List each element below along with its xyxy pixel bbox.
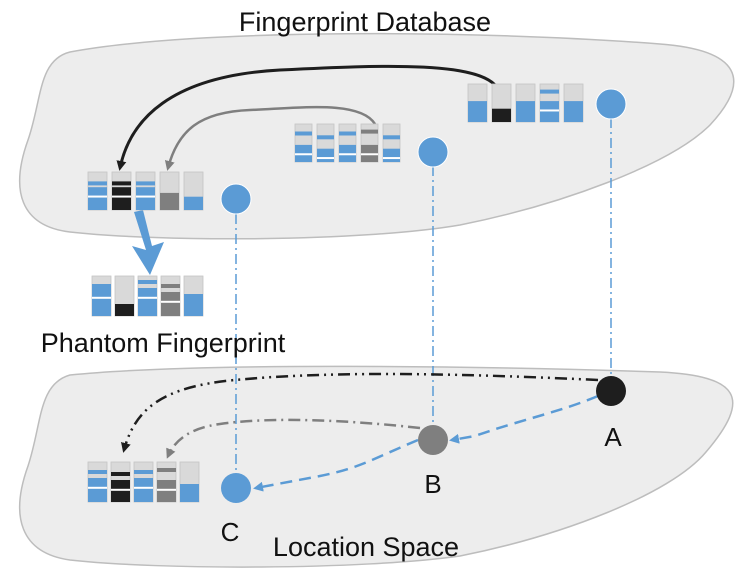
- fingerprint-b: [294, 123, 401, 163]
- fingerprint-bar-mark: [112, 181, 131, 186]
- fingerprint-bar-separator: [540, 109, 559, 112]
- phantom-label: Phantom Fingerprint: [41, 328, 286, 358]
- fingerprint-bar-separator: [134, 486, 153, 489]
- trajectory-a-to-b: [449, 394, 599, 444]
- fingerprint-bar-mark: [157, 468, 176, 472]
- point-b-label: B: [424, 469, 441, 499]
- location-c-fingerprint: [87, 461, 200, 503]
- trajectory-b-to-c: [253, 438, 419, 492]
- fingerprint-bar-mark: [136, 181, 155, 186]
- phantom-fingerprint: [91, 275, 204, 317]
- interpolation-arrow-a: [121, 372, 599, 453]
- db-point-b: [417, 136, 449, 168]
- fingerprint-bar-mark: [138, 280, 157, 284]
- fingerprint-bar-separator: [295, 153, 312, 156]
- fingerprint-bar-level: [492, 108, 511, 122]
- fingerprint-bar-level: [184, 294, 203, 316]
- fingerprint-bar-separator: [136, 195, 155, 198]
- fingerprint-bar-level: [180, 484, 199, 502]
- fingerprint-bar-level: [134, 478, 153, 502]
- fingerprint-bar-mark: [361, 129, 378, 134]
- interpolation-arrow-b: [166, 418, 421, 459]
- location-point-c: [221, 473, 251, 503]
- fingerprint-bar-level: [516, 101, 535, 122]
- fingerprint-bar-mark: [88, 470, 107, 474]
- fingerprint-bar-level: [317, 148, 334, 162]
- fingerprint-bar-mark: [92, 284, 111, 288]
- fingerprint-bar-mark: [317, 135, 334, 140]
- fingerprint-bar-mark: [161, 284, 180, 288]
- fingerprint-bar-level: [111, 480, 130, 502]
- fingerprint-bar-level: [383, 148, 400, 162]
- fingerprint-bar-level: [92, 288, 111, 316]
- fingerprint-bar-mark: [111, 472, 130, 476]
- fingerprint-bar-mark: [383, 135, 400, 140]
- fingerprint-bar-level: [468, 101, 487, 122]
- database-arrow-gray: [164, 105, 377, 171]
- fingerprint-bar-level: [161, 292, 180, 316]
- fingerprint-bar-level: [160, 192, 179, 210]
- fingerprint-bar-level: [138, 288, 157, 316]
- db-point-a: [595, 88, 627, 120]
- fingerprint-bar-level: [540, 101, 559, 122]
- fingerprint-bar-separator: [112, 195, 131, 198]
- fingerprint-c: [87, 171, 204, 211]
- location-point-a: [596, 376, 626, 406]
- database-title: Fingerprint Database: [239, 7, 491, 37]
- fingerprint-bar-mark: [540, 89, 559, 94]
- fingerprint-bar-level: [184, 196, 203, 210]
- fingerprint-bar-separator: [88, 486, 107, 489]
- location-point-b: [418, 425, 448, 455]
- fingerprint-bar-mark: [295, 131, 312, 136]
- fingerprint-bar-level: [115, 304, 134, 316]
- fingerprint-bar-level: [157, 480, 176, 502]
- fingerprint-bar-separator: [138, 296, 157, 299]
- fingerprint-bar-separator: [361, 153, 378, 156]
- fingerprint-bar-level: [88, 478, 107, 502]
- fingerprint-bar-separator: [157, 488, 176, 491]
- fingerprint-bar-level: [112, 187, 131, 210]
- db-point-c: [220, 183, 252, 215]
- fingerprint-bar-level: [88, 187, 107, 210]
- point-a-label: A: [604, 422, 622, 452]
- fingerprint-bar-separator: [383, 157, 400, 160]
- location-space-title: Location Space: [273, 532, 459, 562]
- database-arrow-black: [116, 64, 501, 171]
- fingerprint-bar-separator: [88, 195, 107, 198]
- location-space-region: [19, 365, 734, 568]
- fingerprint-bar-separator: [92, 296, 111, 299]
- fingerprint-bar-level: [136, 187, 155, 210]
- fingerprint-bar-separator: [161, 300, 180, 303]
- fingerprint-bar-mark: [339, 131, 356, 136]
- fingerprint-bar-separator: [339, 153, 356, 156]
- fingerprint-bar-mark: [88, 181, 107, 186]
- fingerprint-bar-mark: [134, 470, 153, 474]
- fingerprint-bar-separator: [317, 157, 334, 160]
- fingerprint-a: [467, 83, 584, 123]
- fingerprint-bar-separator: [111, 488, 130, 491]
- fingerprint-bar-level: [564, 101, 583, 122]
- phantom-arrow: [132, 210, 164, 275]
- point-c-label: C: [221, 517, 240, 547]
